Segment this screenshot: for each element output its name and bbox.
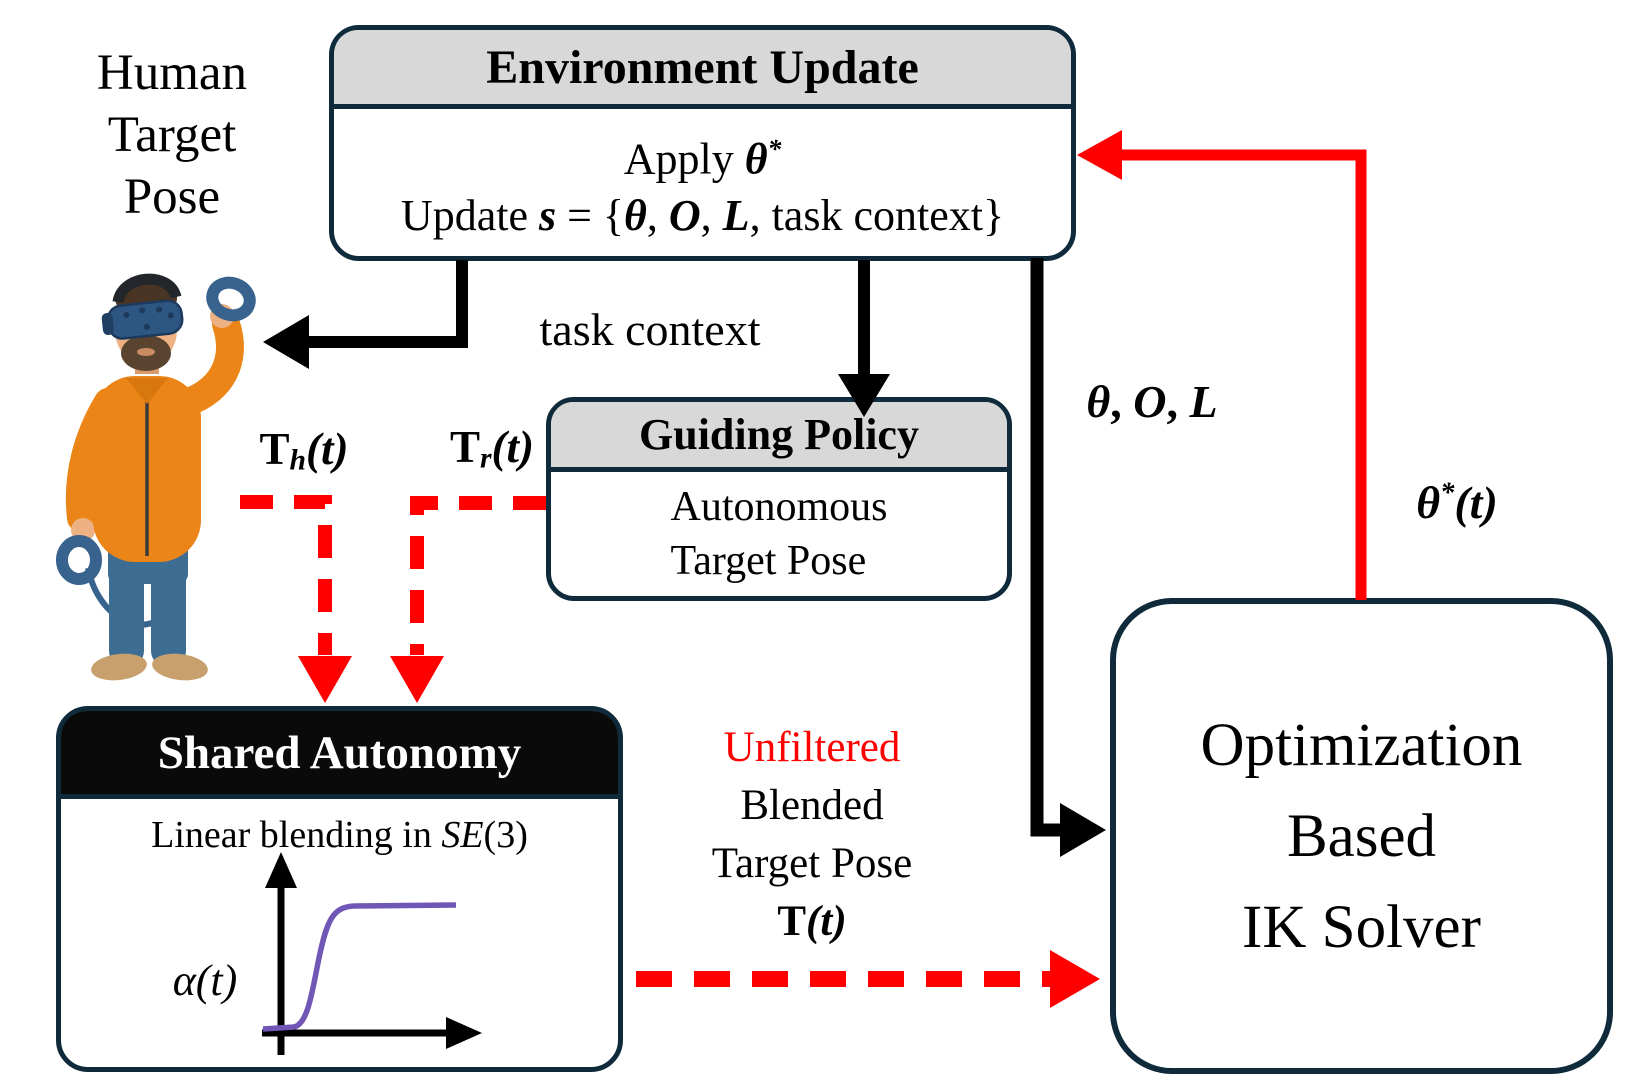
- shared-autonomy-box: Shared Autonomy Linear blending in SE(3): [56, 706, 623, 1072]
- jacket-torso: [93, 376, 201, 562]
- th-base: T: [259, 424, 290, 474]
- state-rest: , task context}: [749, 190, 1005, 240]
- environment-update-box: Environment Update Apply θ* Update s = {…: [329, 25, 1076, 261]
- linear-blending-subtitle: Linear blending in SE(3): [61, 813, 618, 857]
- th-rest: (t): [306, 424, 349, 474]
- arrow-tr-to-shared-autonomy: [390, 496, 546, 703]
- target-pose-line: Target Pose: [711, 840, 913, 887]
- theta-star-base: θ: [1416, 477, 1441, 528]
- l-sym: L: [1189, 376, 1218, 427]
- sep2: ,: [700, 190, 723, 240]
- apply-theta-line: Apply θ*: [624, 121, 781, 188]
- left-leg: [109, 552, 144, 666]
- arrow-ik-to-env-feedback: [1077, 130, 1367, 600]
- raised-arm: [174, 310, 244, 416]
- guiding-policy-box: Guiding Policy Autonomous Target Pose: [546, 397, 1012, 601]
- vr-user-illustration: [56, 273, 256, 681]
- controller-cable: [85, 567, 181, 628]
- guiding-policy-title: Guiding Policy: [639, 410, 919, 459]
- raised-hand: [210, 304, 234, 328]
- shared-autonomy-title: Shared Autonomy: [157, 726, 522, 779]
- tr-base: T: [449, 422, 480, 472]
- sep1: ,: [646, 190, 669, 240]
- arrow-env-to-guiding-policy: [838, 260, 890, 417]
- state-symbol: s: [538, 190, 557, 240]
- blended-line: Blended: [740, 782, 884, 829]
- unfiltered-line: Unfiltered: [723, 724, 901, 771]
- human-target-pose-label: Human Target Pose: [96, 45, 248, 225]
- hair: [115, 277, 177, 319]
- tt-rest: (t): [806, 898, 847, 945]
- tt-base: T: [777, 898, 807, 945]
- jacket-collar: [126, 378, 168, 404]
- se-symbol: SE: [441, 814, 484, 856]
- tr-rest: (t): [491, 422, 535, 472]
- guiding-policy-header: Guiding Policy: [551, 402, 1007, 472]
- guiding-policy-body: Autonomous Target Pose: [670, 484, 888, 584]
- apply-star: *: [767, 134, 782, 165]
- arrow-th-to-shared-autonomy: [240, 495, 352, 703]
- tt-line: T(t): [680, 893, 944, 951]
- ik-solver-title: Optimization Based IK Solver: [1200, 711, 1523, 961]
- theta-star-rest: (t): [1454, 477, 1498, 528]
- state-links: L: [722, 190, 750, 240]
- apply-theta-symbol: θ: [744, 134, 768, 184]
- ik-solver-box: Optimization Based IK Solver: [1110, 598, 1613, 1074]
- blended-pose-label: Unfiltered Blended Target Pose T(t): [680, 719, 944, 951]
- mouth: [137, 348, 155, 356]
- left-vr-controller: [56, 535, 102, 585]
- o-sym: O: [1133, 376, 1167, 427]
- equals-brace: = {: [556, 190, 625, 240]
- hips: [108, 540, 188, 584]
- state-signal-label: θ, O, L: [1062, 375, 1242, 428]
- left-arm: [65, 388, 122, 532]
- neck: [135, 356, 159, 374]
- tr-sub: r: [479, 442, 492, 475]
- update-state-line: Update s = {θ, O, L, task context}: [401, 188, 1004, 244]
- alpha-axis-label: α(t): [172, 956, 238, 1005]
- robot-pose-signal-label: Tr(t): [420, 421, 564, 475]
- th-sub: h: [289, 444, 307, 477]
- update-text: Update: [400, 190, 539, 240]
- optimal-joint-signal-label: θ*(t): [1382, 476, 1532, 529]
- headset-strap: [112, 273, 182, 304]
- theta-sym: θ: [1086, 376, 1111, 427]
- theta-sep1: ,: [1110, 376, 1134, 427]
- state-theta: θ: [624, 190, 647, 240]
- vr-headset: [101, 299, 184, 340]
- theta-star-sup: *: [1440, 477, 1455, 509]
- beard: [121, 335, 171, 371]
- theta-sep2: ,: [1166, 376, 1190, 427]
- se-dim: (3): [483, 814, 528, 856]
- left-hand: [71, 518, 95, 542]
- environment-update-body: Apply θ* Update s = {θ, O, L, task conte…: [334, 109, 1071, 256]
- human-pose-signal-label: Th(t): [232, 423, 376, 477]
- state-obstacles: O: [668, 190, 701, 240]
- head: [115, 295, 177, 365]
- arrow-blended-pose-to-ik: [636, 950, 1100, 1008]
- environment-update-title: Environment Update: [486, 40, 919, 94]
- apply-text: Apply: [623, 134, 745, 184]
- environment-update-header: Environment Update: [334, 30, 1071, 109]
- right-leg: [151, 552, 186, 666]
- shared-autonomy-header: Shared Autonomy: [61, 711, 618, 799]
- right-shoe: [152, 653, 208, 681]
- task-context-label: task context: [539, 304, 761, 355]
- left-shoe: [91, 653, 147, 681]
- arrow-env-to-ik: [1030, 258, 1106, 857]
- arrow-env-to-human: [263, 260, 468, 369]
- blending-text: Linear blending in: [151, 814, 442, 856]
- raised-vr-controller: [206, 276, 256, 322]
